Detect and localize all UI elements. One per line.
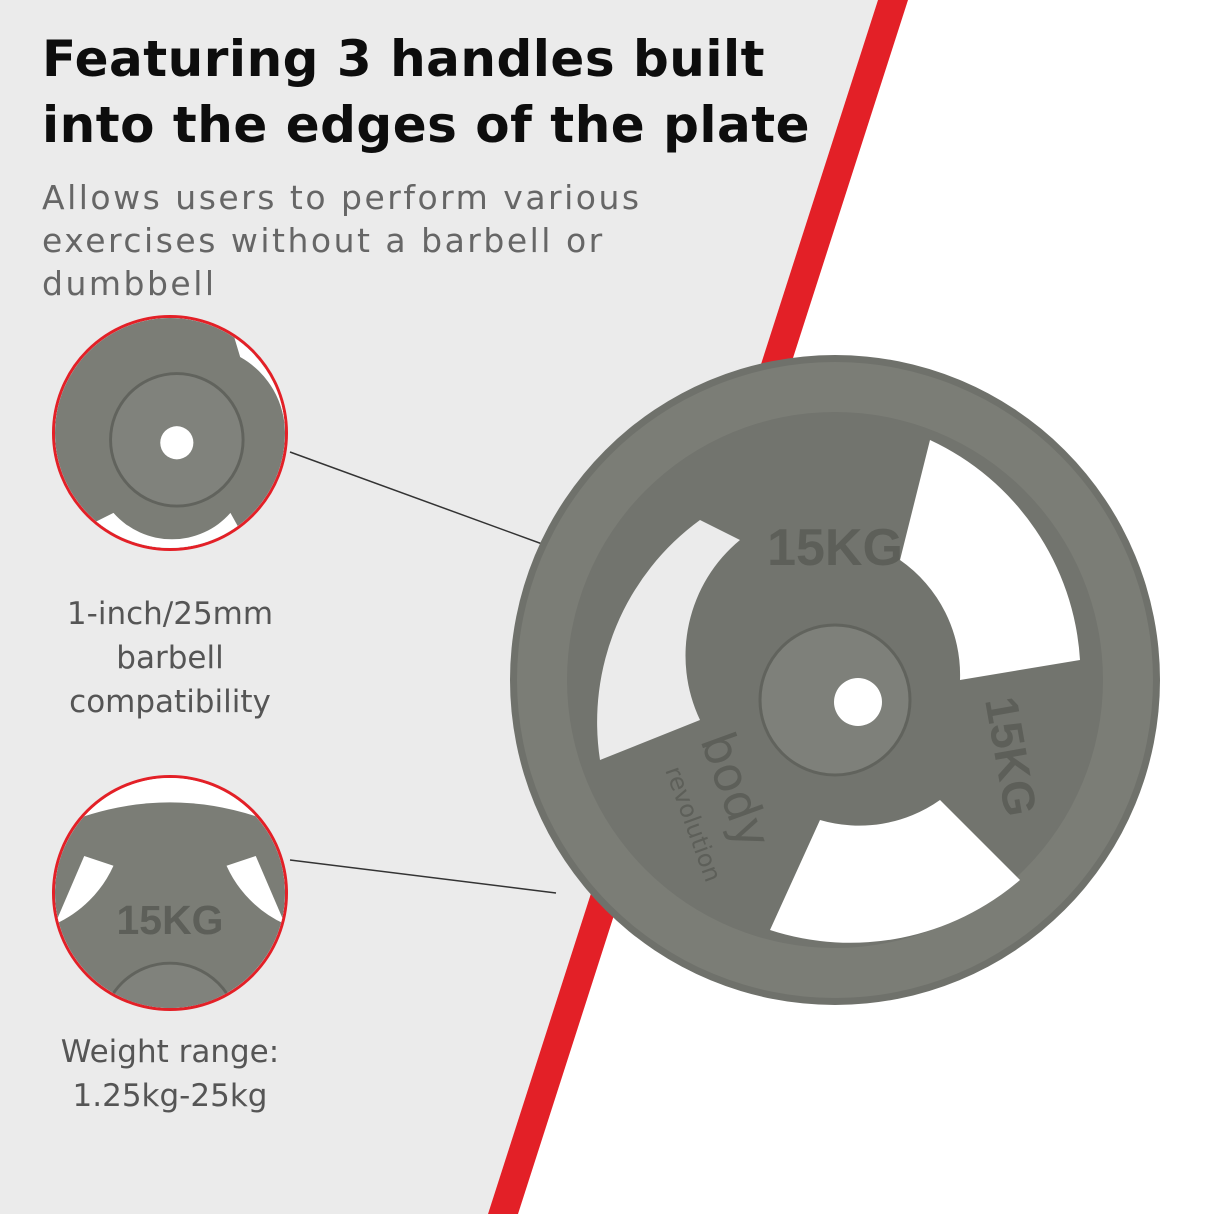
handle-hole-left [597, 520, 740, 760]
feature-bore-caption: 1-inch/25mm barbell compatibility [30, 592, 310, 724]
feature-weight-caption: Weight range: 1.25kg-25kg [30, 1030, 310, 1118]
subheadline: Allows users to perform various exercise… [42, 178, 642, 303]
callout-line-2 [289, 859, 557, 894]
feature-bore-line-2: barbell [116, 640, 224, 676]
feature-bore-line-1: 1-inch/25mm [66, 596, 274, 632]
detail-circle-weight-marking: 15KG [52, 775, 288, 1011]
weight-plate-image: 15KG 15KG body revolution [510, 355, 1160, 1005]
bore-hole-icon [160, 426, 194, 460]
headline-line-1: Featuring 3 handles built [42, 30, 766, 88]
center-bore [834, 678, 882, 726]
plate-weight-label: 15KG [767, 519, 903, 577]
detail-weight-label: 15KG [117, 897, 224, 943]
feature-weight-line-1: Weight range: [60, 1034, 280, 1070]
headline-line-2: into the edges of the plate [42, 96, 811, 154]
feature-weight-line-2: 1.25kg-25kg [72, 1078, 268, 1114]
headline: Featuring 3 handles built into the edges… [42, 26, 810, 158]
feature-bore-line-3: compatibility [69, 684, 271, 720]
detail-circle-bore [52, 315, 288, 551]
callout-line-1 [289, 451, 546, 546]
handle-hole-bottom [770, 800, 1020, 943]
handle-hole-top-right [900, 440, 1080, 680]
